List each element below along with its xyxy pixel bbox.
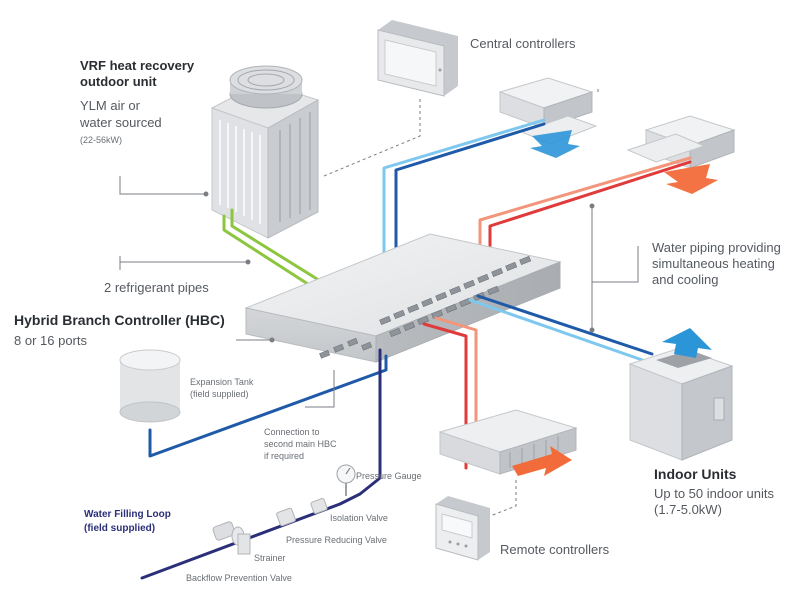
connection-line3: if required: [264, 451, 305, 461]
strainer-label: Strainer: [254, 553, 286, 563]
leader-lines: [119, 176, 639, 408]
hbc-ports-label: 8 or 16 ports: [14, 333, 87, 348]
remote-controller-device: [435, 496, 490, 561]
isolation-valve: [310, 498, 328, 514]
indoor-units-line2: (1.7-5.0kW): [654, 502, 722, 517]
hbc-ports: [319, 255, 532, 359]
remote-controllers-label: Remote controllers: [500, 542, 610, 557]
airflow-heat-arrow-ducted: [512, 446, 572, 476]
water-filling-loop-line1: Water Filling Loop: [84, 509, 171, 520]
hybrid-branch-controller: [244, 233, 562, 363]
cold-water-pipe-supply: [382, 118, 546, 292]
expansion-tank-pipe: [148, 354, 388, 458]
water-piping-line1: Water piping providing: [652, 240, 781, 255]
outdoor-unit-capacity: (22-56kW): [80, 135, 123, 145]
central-controller-device: [377, 20, 458, 97]
expansion-tank: [119, 349, 181, 423]
water-filling-loop-line2: (field supplied): [84, 523, 156, 534]
outdoor-unit-title-line2: outdoor unit: [80, 74, 157, 89]
outdoor-unit-desc-line1: YLM air or: [80, 98, 140, 113]
outdoor-unit-grille: [219, 120, 261, 224]
backflow-prevention-valve-label: Backflow Prevention Valve: [186, 573, 292, 583]
indoor-units-title: Indoor Units: [654, 466, 737, 482]
pressure-reducing-valve-label: Pressure Reducing Valve: [286, 535, 387, 545]
airflow-up-arrow: [662, 328, 712, 358]
fan-coil-hot-supply: [434, 316, 478, 464]
airflow-cool-arrow: [530, 130, 580, 158]
central-controllers-label: Central controllers: [470, 36, 576, 51]
indoor-ducted-unit: [438, 409, 578, 475]
pressure-gauge-icon: [336, 464, 356, 496]
water-piping-line3: and cooling: [652, 272, 719, 287]
outdoor-unit: [210, 65, 320, 239]
outdoor-unit-desc-line2: water sourced: [80, 115, 162, 130]
fan-icon: [229, 65, 303, 109]
indoor-units-line1: Up to 50 indoor units: [654, 486, 774, 501]
pressure-reducing-valve: [276, 507, 296, 527]
connection-line1: Connection to: [264, 427, 320, 437]
water-piping-line2: simultaneous heating: [652, 256, 775, 271]
hbc-title: Hybrid Branch Controller (HBC): [14, 312, 225, 328]
strainer: [237, 533, 251, 555]
airflow-heat-arrow: [664, 164, 718, 194]
connection-line2: second main HBC: [264, 439, 337, 449]
floor-unit-cold-return: [476, 294, 654, 356]
expansion-tank-line1: Expansion Tank: [190, 377, 254, 387]
indoor-cassette-unit-heating: [626, 115, 736, 169]
outdoor-unit-title-line1: VRF heat recovery: [80, 58, 195, 73]
floor-unit-cold-supply: [468, 298, 650, 364]
isolation-valve-label: Isolation Valve: [330, 513, 388, 523]
expansion-tank-line2: (field supplied): [190, 389, 249, 399]
indoor-floor-unit: [628, 347, 734, 461]
water-filling-loop-pipe: [140, 348, 382, 580]
refrigerant-pipes-label: 2 refrigerant pipes: [104, 280, 209, 295]
pressure-gauge-label: Pressure Gauge: [356, 471, 422, 481]
indoor-cassette-unit-cooling: [498, 77, 598, 145]
